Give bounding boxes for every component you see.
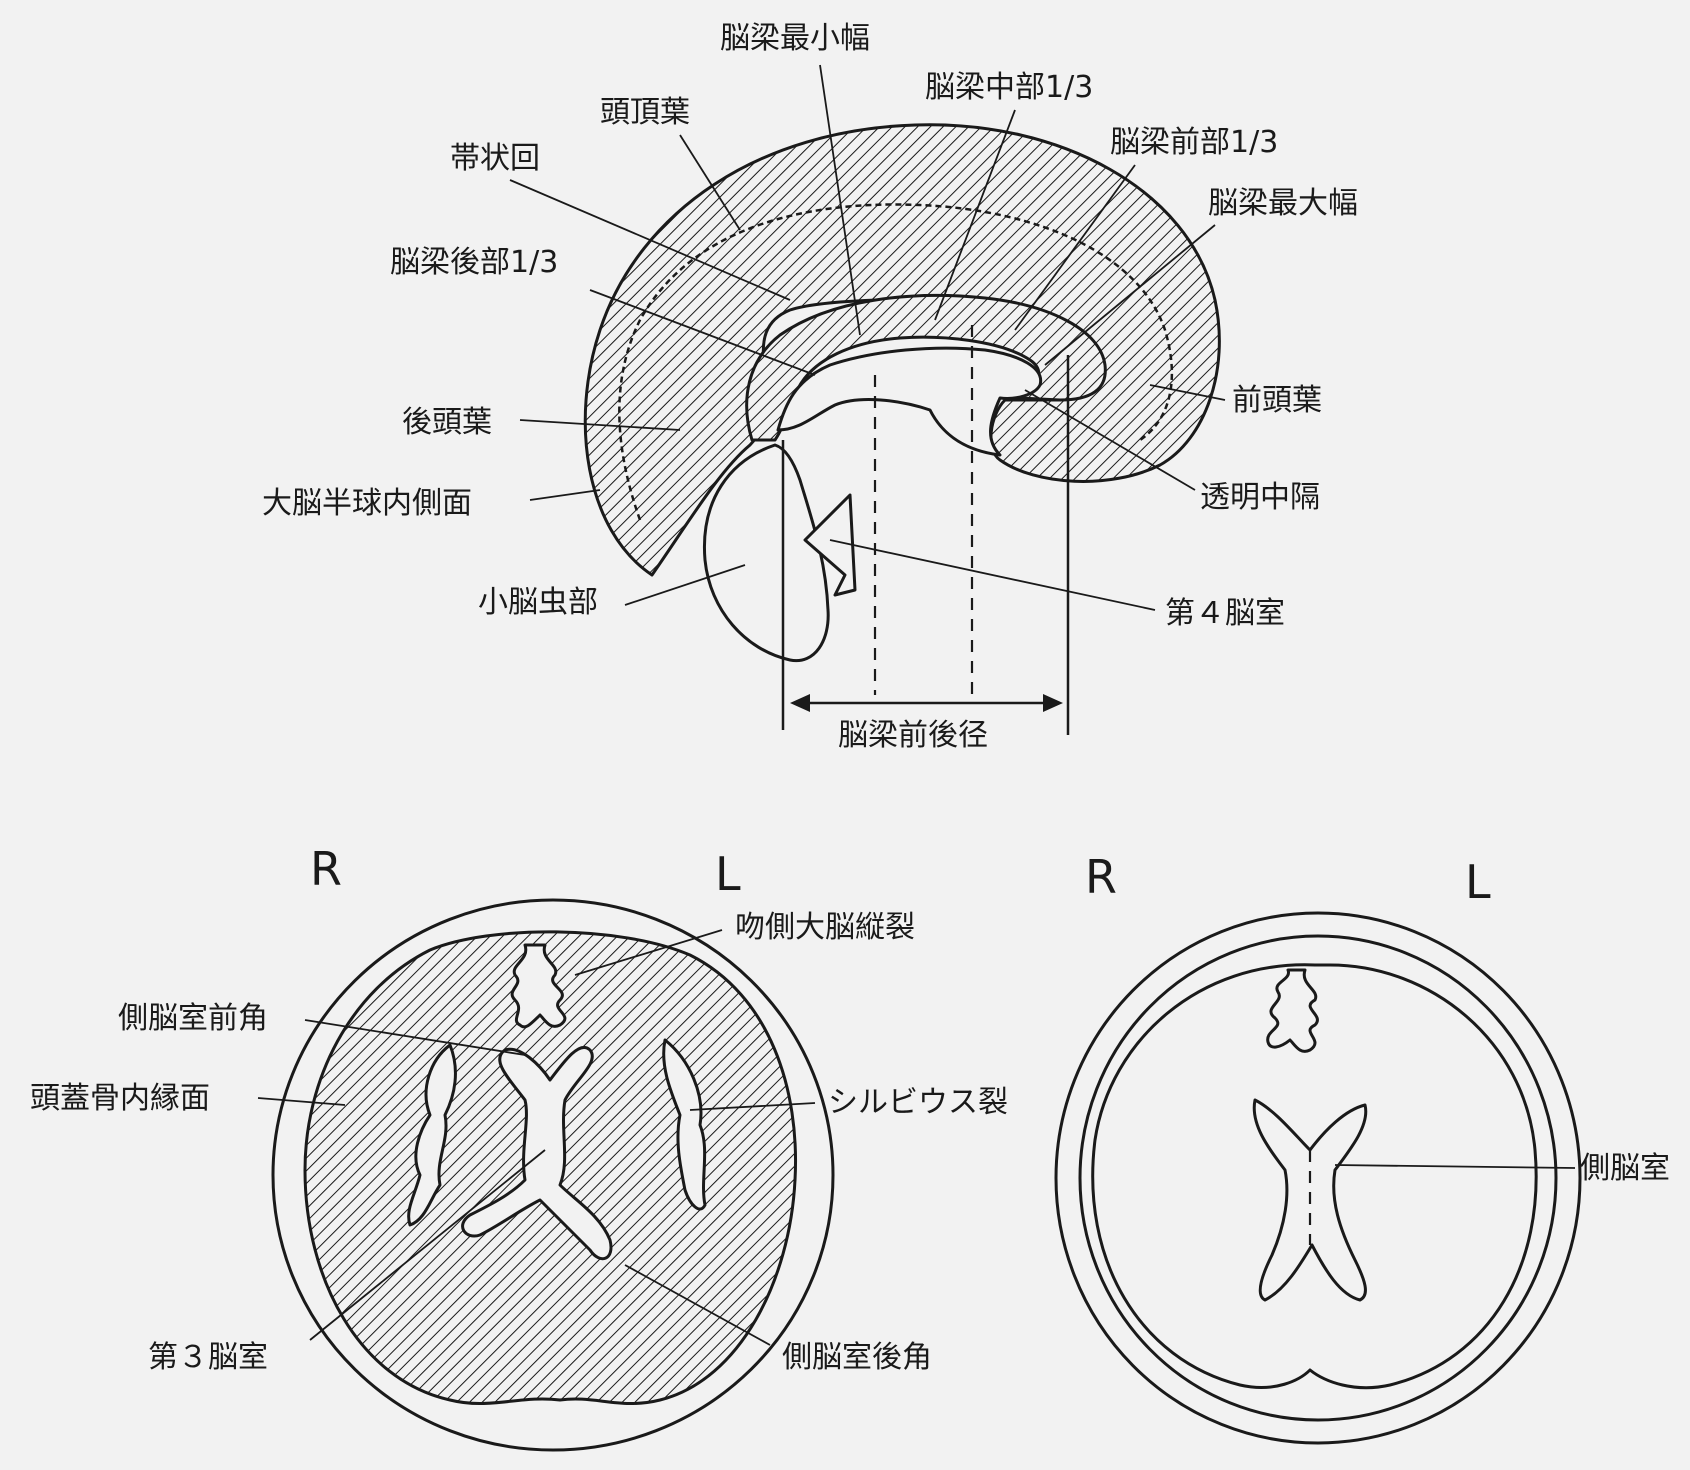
label-lateral-ventricle: 側脳室 — [1580, 1151, 1670, 1186]
fissure-shape-right — [1268, 970, 1318, 1051]
axial-left-r-marker: R — [310, 842, 342, 896]
label-min-width: 脳梁最小幅 — [720, 21, 870, 56]
label-anterior-horn: 側脳室前角 — [118, 1001, 268, 1036]
label-sylvian: シルビウス裂 — [828, 1085, 1008, 1120]
label-posterior-horn: 側脳室後角 — [782, 1340, 932, 1375]
label-third-ventricle: 第３脳室 — [148, 1340, 268, 1375]
label-medial-surface: 大脳半球内側面 — [262, 486, 472, 521]
axial-right-l-marker: L — [1465, 855, 1491, 909]
vermis-shape — [704, 445, 828, 661]
label-fourth-ventricle: 第４脳室 — [1165, 596, 1285, 631]
label-septum: 透明中隔 — [1200, 480, 1320, 515]
label-cingulate: 帯状回 — [450, 141, 540, 176]
label-post-third: 脳梁後部1/3 — [390, 245, 558, 280]
label-parietal: 頭頂葉 — [600, 95, 690, 130]
ap-arrowhead-left — [790, 694, 810, 712]
sagittal-diagram: 脳梁最小幅 脳梁中部1/3 頭頂葉 脳梁前部1/3 帯状回 脳梁最大幅 脳梁後部… — [262, 21, 1358, 753]
label-ap-diameter: 脳梁前後径 — [838, 718, 988, 753]
axial-left-diagram: R L 吻側大脳縦裂 側脳室前角 頭蓋骨内縁面 シルビウス裂 第３脳室 側脳室後… — [30, 842, 1008, 1450]
label-mid-third: 脳梁中部1/3 — [925, 70, 1093, 105]
label-max-width: 脳梁最大幅 — [1208, 186, 1358, 221]
axial-right-diagram: R L 側脳室 — [1056, 850, 1670, 1443]
ap-arrowhead-right — [1043, 694, 1063, 712]
label-front-third: 脳梁前部1/3 — [1110, 125, 1278, 160]
label-fissure: 吻側大脳縦裂 — [735, 910, 915, 945]
axial-left-l-marker: L — [715, 847, 741, 901]
axial-right-r-marker: R — [1085, 850, 1117, 904]
label-occipital: 後頭葉 — [402, 405, 492, 440]
label-vermis: 小脳虫部 — [478, 585, 598, 620]
label-frontal: 前頭葉 — [1232, 383, 1322, 418]
label-skull-inner: 頭蓋骨内縁面 — [30, 1081, 210, 1116]
leader-lateral-ventricle — [1335, 1165, 1575, 1168]
